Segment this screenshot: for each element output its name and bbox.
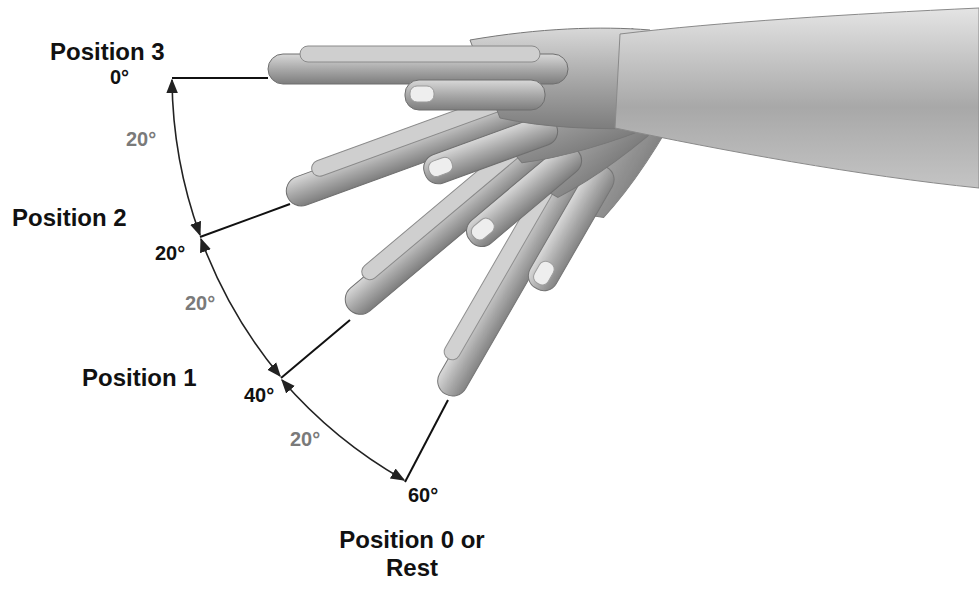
position-label: Position 0 or Rest — [322, 526, 502, 581]
forearm — [615, 8, 979, 188]
position-label: Position 2 — [12, 204, 127, 232]
angle-value: 60° — [408, 484, 438, 507]
hand-position-3 — [268, 28, 650, 129]
angle-value: 20° — [155, 242, 185, 265]
position-label: Position 1 — [82, 364, 197, 392]
angle-step: 20° — [290, 428, 320, 451]
angle-value: 0° — [110, 66, 129, 89]
position-label: Position 3 — [50, 38, 165, 66]
angle-arcs — [172, 80, 404, 480]
angle-value: 40° — [244, 384, 274, 407]
angle-step: 20° — [126, 128, 156, 151]
angle-step: 20° — [185, 292, 215, 315]
leader-lines — [172, 78, 448, 482]
